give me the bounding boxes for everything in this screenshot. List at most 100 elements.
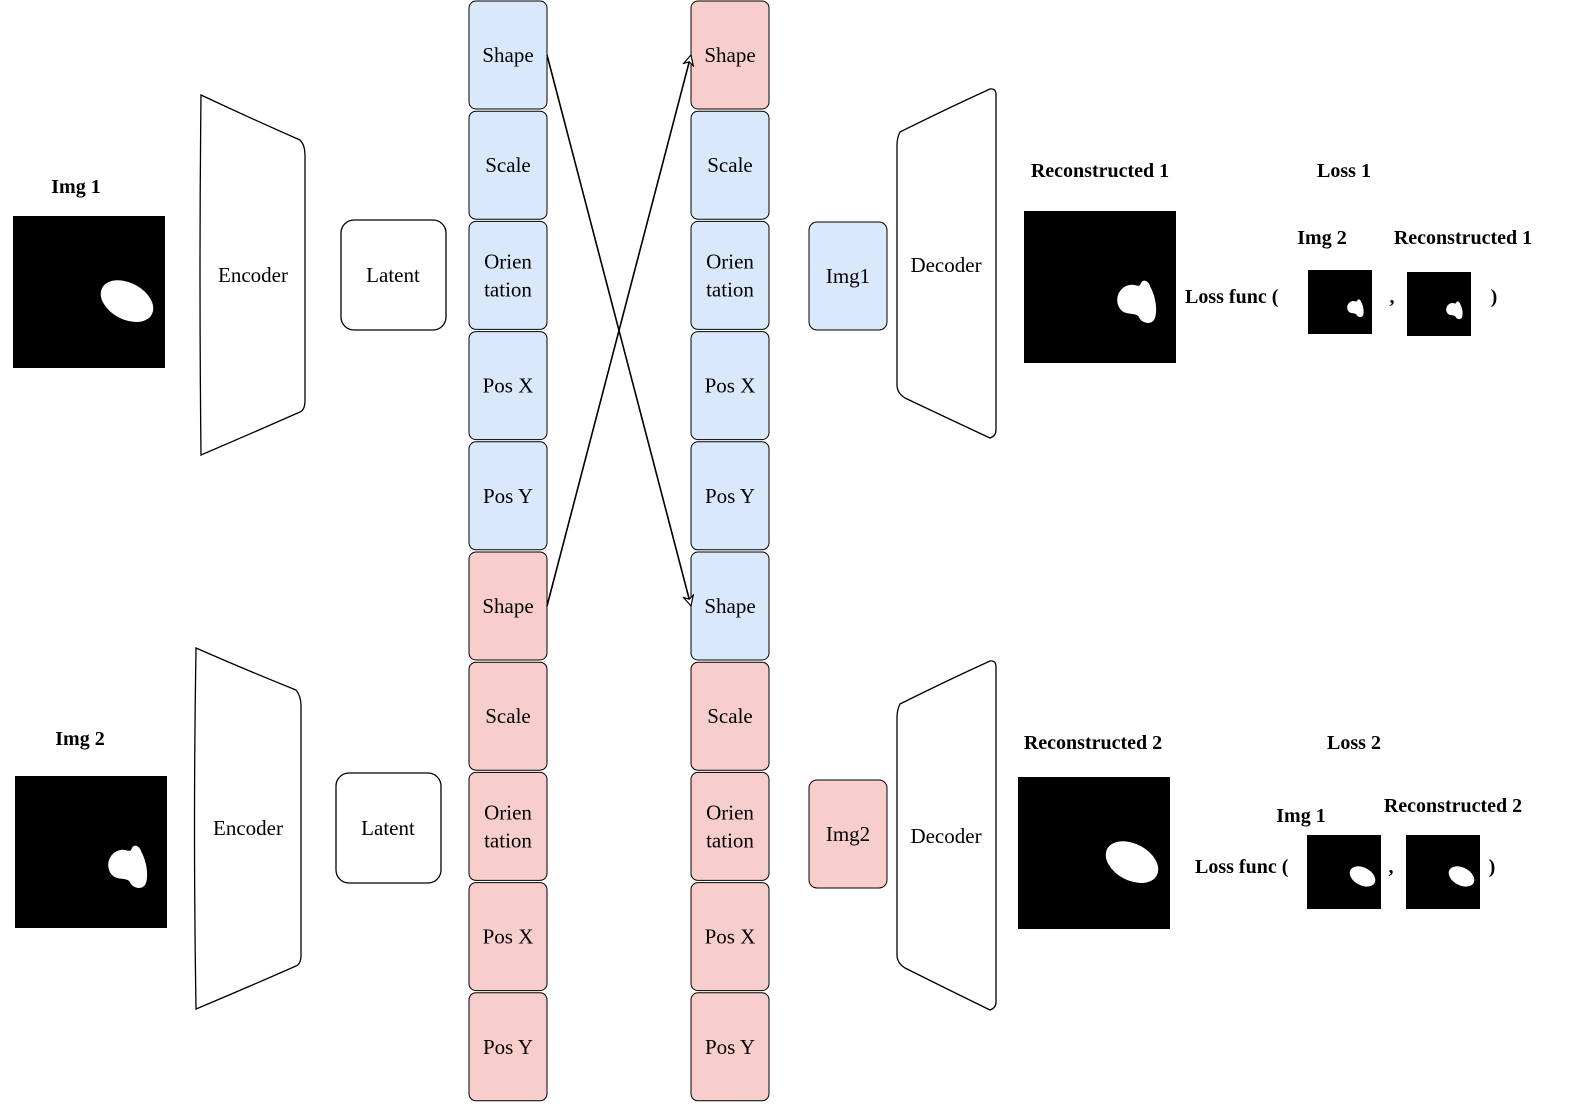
recon2-image <box>1018 777 1170 929</box>
recon1-label: Reconstructed 1 <box>1031 160 1169 182</box>
right-cell-8: Pos X <box>690 882 770 992</box>
img1-image <box>13 216 165 368</box>
loss1-img-a <box>1308 270 1372 334</box>
swap-arrow-1 <box>546 55 691 607</box>
latent-2-label: Latent <box>361 816 415 840</box>
decoder-1 <box>896 88 997 439</box>
left-cell-4: Pos Y <box>468 441 548 551</box>
right-cell-label-2-1: tation <box>706 277 754 301</box>
left-cell-box-2 <box>468 220 548 330</box>
left-cell-box-8 <box>468 882 548 992</box>
heart-shape <box>1117 280 1157 323</box>
decoder-1-label: Decoder <box>910 253 981 277</box>
swap-arrows <box>546 55 691 607</box>
right-cell-box-2 <box>690 220 770 330</box>
left-cell-box-6 <box>468 661 548 771</box>
latent-1-label: Latent <box>366 263 420 287</box>
right-cell-box-1 <box>690 110 770 220</box>
recon1-image <box>1024 211 1176 363</box>
heart-shape <box>108 845 148 888</box>
ellipse-shape <box>100 280 154 322</box>
left-cell-7: Orien tation <box>468 771 548 881</box>
loss2-img-b <box>1406 835 1480 909</box>
right-cell-label-9: Pos Y <box>705 1035 755 1059</box>
encoder-1 <box>199 93 306 456</box>
left-cell-label-8: Pos X <box>483 925 534 949</box>
loss1-func-label: Loss func ( <box>1185 286 1279 308</box>
loss1-img-a-label: Img 2 <box>1297 227 1346 249</box>
latent-2 <box>335 772 442 884</box>
left-cell-label-6: Scale <box>485 704 530 728</box>
right-cell-0: Shape <box>690 0 770 110</box>
right-cell-9: Pos Y <box>690 992 770 1102</box>
left-cell-label-4: Pos Y <box>483 484 533 508</box>
right-cell-1: Scale <box>690 110 770 220</box>
left-cell-box-4 <box>468 441 548 551</box>
right-cell-box-9 <box>690 992 770 1102</box>
loss1-img-b-label: Reconstructed 1 <box>1394 227 1532 249</box>
loss2-func-label: Loss func ( <box>1195 856 1289 878</box>
right-cell-label-0: Shape <box>704 43 755 67</box>
right-cell-label-5: Shape <box>704 594 755 618</box>
left-cell-box-7 <box>468 771 548 881</box>
left-cell-box-9 <box>468 992 548 1102</box>
right-cell-label-2-0: Orien <box>706 249 754 273</box>
left-cell-8: Pos X <box>468 882 548 992</box>
loss2-title: Loss 2 <box>1327 732 1381 754</box>
left-cell-label-9: Pos Y <box>483 1035 533 1059</box>
encoder-1-label: Encoder <box>218 263 288 287</box>
left-cell-3: Pos X <box>468 331 548 441</box>
img2-image <box>15 776 167 928</box>
decoder-2-label: Decoder <box>910 824 981 848</box>
left-cell-box-1 <box>468 110 548 220</box>
img1-tag <box>808 221 888 331</box>
recon2-label: Reconstructed 2 <box>1024 732 1162 754</box>
left-cell-label-7-0: Orien <box>484 800 532 824</box>
right-cell-5: Shape <box>690 551 770 661</box>
decoder-2 <box>896 660 997 1011</box>
left-cell-label-5: Shape <box>482 594 533 618</box>
left-cell-label-7-1: tation <box>484 828 532 852</box>
right-cell-label-1: Scale <box>707 153 752 177</box>
loss2-close: ) <box>1489 856 1496 878</box>
img2-tag-label: Img2 <box>826 822 870 846</box>
encoder-2-label: Encoder <box>213 816 283 840</box>
right-cell-7: Orien tation <box>690 771 770 881</box>
right-cell-label-7-0: Orien <box>706 800 754 824</box>
ellipse-shape <box>1105 841 1159 883</box>
ellipse-shape <box>1349 866 1376 887</box>
loss1-comma: , <box>1390 286 1395 308</box>
right-cell-box-3 <box>690 331 770 441</box>
right-cell-box-7 <box>690 771 770 881</box>
left-cell-0: Shape <box>468 0 548 110</box>
right-cell-label-6: Scale <box>707 704 752 728</box>
right-cell-box-6 <box>690 661 770 771</box>
loss2-img-a <box>1307 835 1381 909</box>
loss2-img-b-label: Reconstructed 2 <box>1384 795 1522 817</box>
right-cell-box-8 <box>690 882 770 992</box>
img2-tag <box>808 779 888 889</box>
right-cell-box-4 <box>690 441 770 551</box>
encoder-2 <box>193 647 302 1010</box>
left-cell-label-0: Shape <box>482 43 533 67</box>
loss1-title: Loss 1 <box>1317 160 1371 182</box>
right-cell-label-7-1: tation <box>706 828 754 852</box>
right-cell-6: Scale <box>690 661 770 771</box>
right-cell-label-3: Pos X <box>705 374 756 398</box>
left-cell-1: Scale <box>468 110 548 220</box>
heart-shape <box>1347 299 1364 318</box>
loss2-comma: , <box>1389 856 1394 878</box>
img1-tag-label: Img1 <box>826 264 870 288</box>
left-cell-label-2-0: Orien <box>484 249 532 273</box>
right-cell-label-8: Pos X <box>705 925 756 949</box>
img1-label: Img 1 <box>51 176 100 198</box>
left-cell-label-3: Pos X <box>483 374 534 398</box>
right-cell-label-4: Pos Y <box>705 484 755 508</box>
left-cell-label-1: Scale <box>485 153 530 177</box>
left-cell-box-3 <box>468 331 548 441</box>
left-cell-9: Pos Y <box>468 992 548 1102</box>
